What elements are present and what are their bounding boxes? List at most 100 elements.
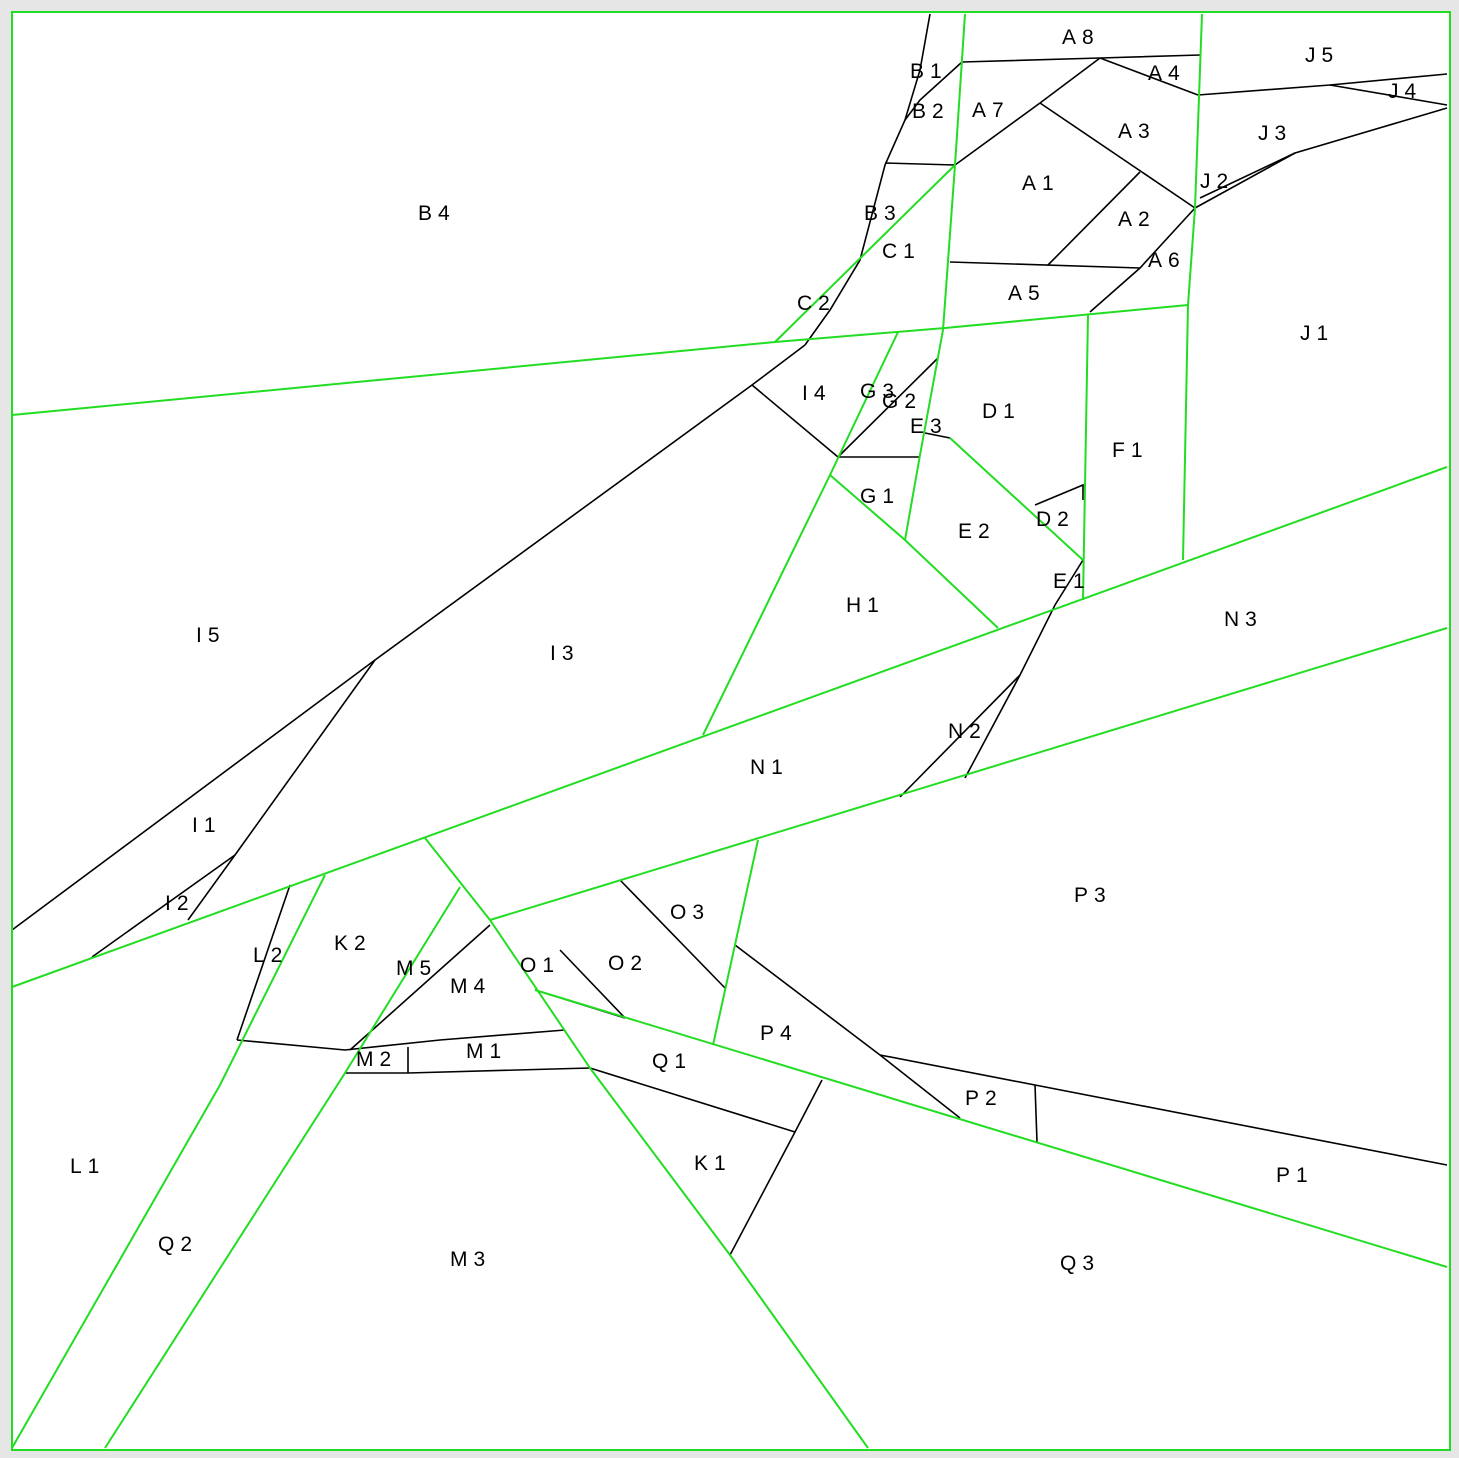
line-a7-a1: [954, 102, 1041, 166]
line-a4-a3: [1099, 57, 1199, 96]
region-label-k1: K1: [694, 1152, 732, 1175]
line-l2: [236, 884, 291, 1041]
line-a1-a2: [1047, 171, 1141, 266]
region-label-i1: I1: [192, 814, 222, 837]
region-label-a2: A2: [1118, 208, 1156, 231]
region-label-c2: C2: [797, 292, 836, 315]
black-lines: [11, 13, 1448, 1256]
region-label-d2: D2: [1036, 508, 1075, 531]
line-a1-a3: [1039, 102, 1196, 209]
seam-g1-h1: [829, 474, 999, 629]
seam-m5-m3: [104, 886, 461, 1449]
region-label-n2: N2: [948, 720, 987, 743]
region-label-i4: I4: [802, 382, 832, 405]
seam-n-top: [11, 466, 1448, 988]
region-label-o2: O2: [608, 952, 648, 975]
region-label-j5: J5: [1305, 44, 1339, 67]
region-label-p2: P2: [965, 1087, 1003, 1110]
line-n2: [899, 674, 1021, 798]
region-label-m3: M3: [450, 1248, 491, 1271]
seam-c1-c2: [774, 164, 956, 343]
line-a7-a3: [1039, 57, 1101, 104]
region-label-i3: I3: [550, 642, 580, 665]
region-label-a4: A4: [1148, 62, 1186, 85]
seam-a-column: [904, 13, 966, 541]
seam-o3-p4: [712, 839, 759, 1046]
region-label-j2: J2: [1200, 170, 1234, 193]
region-label-d1: D1: [982, 400, 1021, 423]
seam-n-bottom: [489, 627, 1448, 921]
line-i5-i3: [11, 344, 806, 931]
seam-f1: [1082, 314, 1089, 601]
region-label-l2: L2: [253, 944, 288, 967]
seam-b4-i5: [11, 304, 1189, 416]
region-label-p1: P1: [1276, 1164, 1314, 1187]
region-label-p4: P4: [760, 1022, 798, 1045]
region-label-a5: A5: [1008, 282, 1046, 305]
region-label-b4: B4: [418, 202, 456, 225]
line-q2-q3: [729, 1079, 823, 1256]
line-e1-n2: [964, 559, 1084, 779]
region-label-k2: K2: [334, 932, 372, 955]
region-label-f1: F1: [1112, 439, 1149, 462]
green-seams: [11, 11, 1451, 1451]
line-j2: [1199, 152, 1296, 199]
region-label-e3: E3: [910, 415, 948, 438]
line-p2-vert: [1034, 1084, 1038, 1143]
line-e3: [924, 432, 951, 439]
drawing-area: [12, 12, 1450, 1450]
line-i2: [91, 854, 236, 958]
line-b1-b2: [904, 61, 963, 121]
frame-border: [11, 11, 1451, 1451]
line-d2: [1034, 483, 1084, 506]
region-label-q1: Q1: [652, 1050, 692, 1073]
seam-q-top: [534, 989, 1448, 1268]
line-g3-g2: [837, 357, 939, 458]
seam-k2-k1: [11, 874, 326, 1449]
region-label-n1: N1: [750, 756, 789, 779]
region-label-o1: O1: [520, 954, 560, 977]
region-label-o3: O3: [670, 901, 710, 924]
region-label-p3: P3: [1074, 884, 1112, 907]
region-label-j4: J4: [1388, 80, 1422, 103]
region-label-j3: J3: [1258, 122, 1292, 145]
line-o3-o2: [619, 879, 726, 989]
region-label-a8: A8: [1062, 26, 1100, 49]
region-label-q3: Q3: [1060, 1252, 1100, 1275]
line-m-row-top: [236, 1029, 566, 1051]
region-label-a1: A1: [1022, 172, 1060, 195]
region-label-m5: M5: [396, 957, 437, 980]
line-a2-a6: [1089, 207, 1196, 313]
region-label-m1: M1: [466, 1040, 507, 1063]
region-label-b1: B1: [910, 60, 948, 83]
region-label-h1: H1: [846, 594, 885, 617]
line-a5-top: [949, 261, 1141, 269]
seam-o1-m3: [424, 837, 869, 1449]
region-label-b3: B3: [864, 202, 902, 225]
region-label-i5: I5: [196, 624, 226, 647]
region-label-e1: E1: [1053, 570, 1091, 593]
line-j4: [1329, 84, 1448, 106]
region-label-e2: E2: [958, 520, 996, 543]
outline-b-column: [804, 13, 931, 346]
region-label-a7: A7: [972, 99, 1010, 122]
region-label-a6: A6: [1148, 249, 1186, 272]
region-label-g2: G2: [882, 390, 922, 413]
region-label-m4: M4: [450, 975, 491, 998]
region-label-m2: M2: [356, 1048, 397, 1071]
seam-e3-e2: [949, 437, 1084, 561]
region-label-j1: J1: [1300, 322, 1334, 345]
line-i4-i3: [751, 384, 839, 458]
region-label-g1: G1: [860, 485, 900, 508]
line-b2-b3: [884, 162, 956, 166]
line-q1-q2: [589, 1067, 796, 1133]
region-label-i2: I2: [165, 892, 195, 915]
seam-j-column: [1182, 13, 1203, 561]
region-label-c1: C1: [882, 240, 921, 263]
region-label-b2: B2: [912, 100, 950, 123]
line-o2-left: [559, 949, 626, 1019]
line-m5-m4: [349, 924, 491, 1051]
